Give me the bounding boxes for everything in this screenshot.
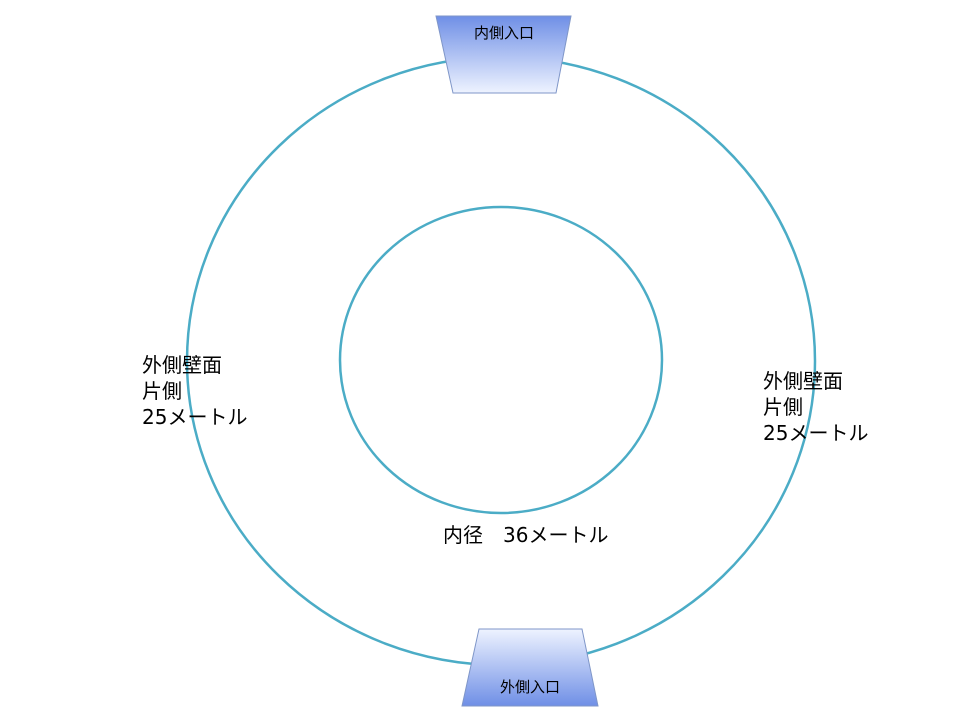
outer-entrance-shape: 外側入口 [461, 628, 599, 707]
outer-circle [185, 55, 817, 667]
inner-entrance-label: 内側入口 [474, 24, 534, 42]
outer-entrance-label: 外側入口 [500, 678, 560, 696]
left-wall-line3: 25メートル [142, 405, 248, 429]
inner-circle [338, 205, 664, 515]
left-wall-label: 外側壁面 片側 25メートル [142, 352, 247, 430]
inner-diameter-label: 内径 36メートル [443, 522, 608, 548]
right-wall-line2: 片側 [763, 395, 803, 419]
inner-diameter-text: 内径 36メートル [443, 523, 609, 547]
right-wall-label: 外側壁面 片側 25メートル [763, 368, 868, 446]
inner-entrance-shape: 内側入口 [435, 15, 572, 94]
right-wall-line3: 25メートル [763, 421, 869, 445]
left-wall-line1: 外側壁面 [142, 353, 222, 377]
left-wall-line2: 片側 [142, 379, 182, 403]
right-wall-line1: 外側壁面 [763, 369, 843, 393]
